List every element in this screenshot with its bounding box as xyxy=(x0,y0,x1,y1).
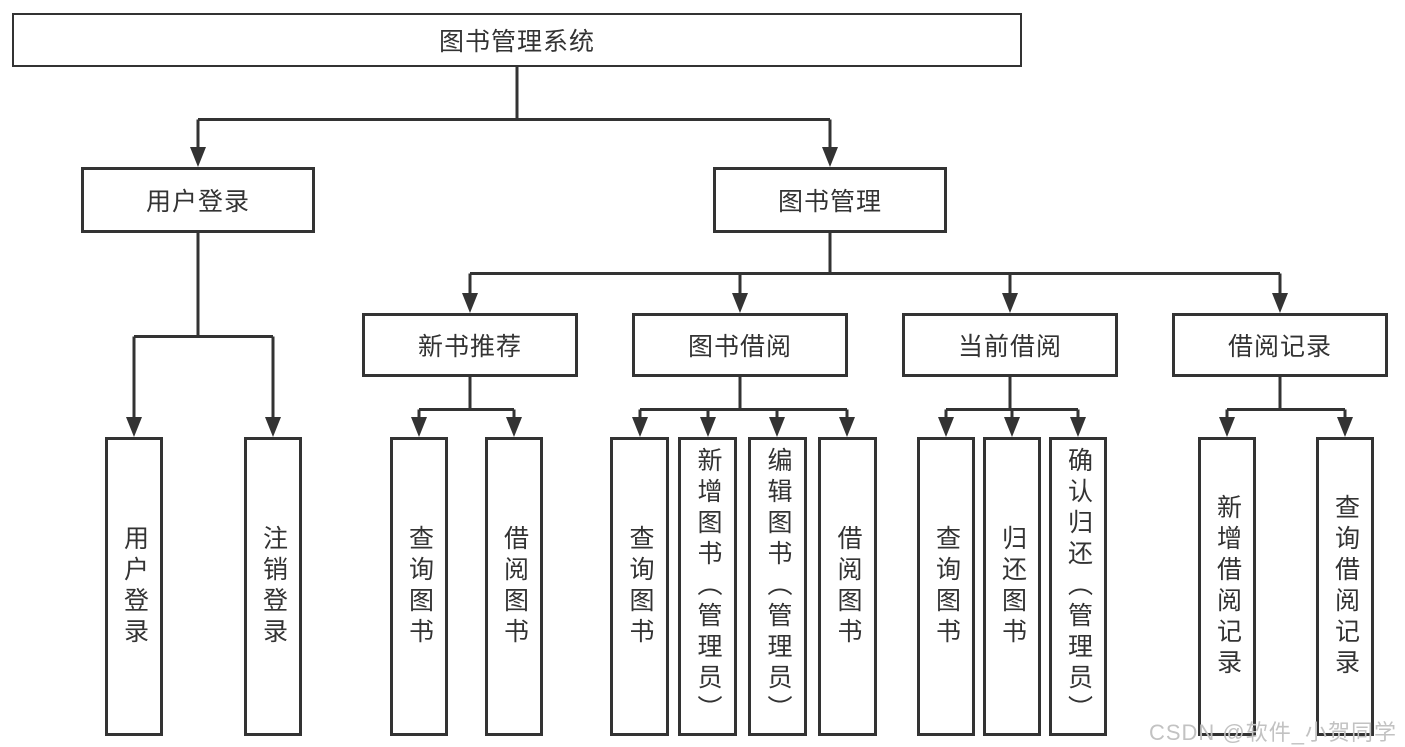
node-label: 用户登录 xyxy=(145,188,250,216)
node-label: 图书借阅 xyxy=(687,333,792,361)
leaf-query-borrow-record: 查询借阅记录 xyxy=(1316,437,1374,736)
leaf-add-borrow-record: 新增借阅记录 xyxy=(1198,437,1256,736)
leaf-label: 注销登录 xyxy=(259,524,288,649)
leaf-label: 确认归还（管理员） xyxy=(1064,447,1093,726)
leaf-label: 新增图书（管理员） xyxy=(694,447,722,726)
leaf-label: 用户登录 xyxy=(120,524,149,649)
leaf-logout-login: 注销登录 xyxy=(244,437,302,736)
leaf-query-books-borrowing: 查询图书 xyxy=(610,437,669,736)
leaf-label: 查询图书 xyxy=(405,524,434,649)
node-user-login: 用户登录 xyxy=(81,167,315,233)
node-label: 图书管理系统 xyxy=(438,28,595,56)
node-book-borrowing: 图书借阅 xyxy=(632,313,848,377)
node-label: 借阅记录 xyxy=(1227,333,1332,361)
leaf-label: 借阅图书 xyxy=(500,524,529,649)
node-library-management-system: 图书管理系统 xyxy=(12,13,1022,67)
leaf-label: 查询图书 xyxy=(932,524,961,649)
node-current-borrowing: 当前借阅 xyxy=(902,313,1118,377)
leaf-return-books: 归还图书 xyxy=(983,437,1041,736)
watermark: CSDN @软件_小贺同学 xyxy=(1148,720,1397,745)
node-label: 新书推荐 xyxy=(417,333,522,361)
node-book-management: 图书管理 xyxy=(713,167,947,233)
node-new-book-recommendation: 新书推荐 xyxy=(362,313,578,377)
leaf-label: 新增借阅记录 xyxy=(1213,493,1242,680)
leaf-edit-books-admin: 编辑图书（管理员） xyxy=(748,437,807,736)
leaf-label: 借阅图书 xyxy=(834,524,862,649)
leaf-label: 查询借阅记录 xyxy=(1331,493,1360,680)
leaf-user-login: 用户登录 xyxy=(105,437,163,736)
leaf-add-books-admin: 新增图书（管理员） xyxy=(678,437,737,736)
connector-path xyxy=(132,67,1347,419)
node-label: 当前借阅 xyxy=(957,333,1062,361)
leaf-label: 归还图书 xyxy=(998,524,1027,649)
leaf-query-books-newbooks: 查询图书 xyxy=(390,437,448,736)
node-borrowing-records: 借阅记录 xyxy=(1172,313,1388,377)
node-label: 图书管理 xyxy=(777,188,882,216)
leaf-label: 查询图书 xyxy=(626,524,654,649)
leaf-label: 编辑图书（管理员） xyxy=(764,447,792,726)
leaf-query-books-current: 查询图书 xyxy=(917,437,975,736)
leaf-borrow-books-newbooks: 借阅图书 xyxy=(485,437,543,736)
leaf-confirm-return-admin: 确认归还（管理员） xyxy=(1049,437,1107,736)
leaf-borrow-books-borrowing: 借阅图书 xyxy=(818,437,877,736)
